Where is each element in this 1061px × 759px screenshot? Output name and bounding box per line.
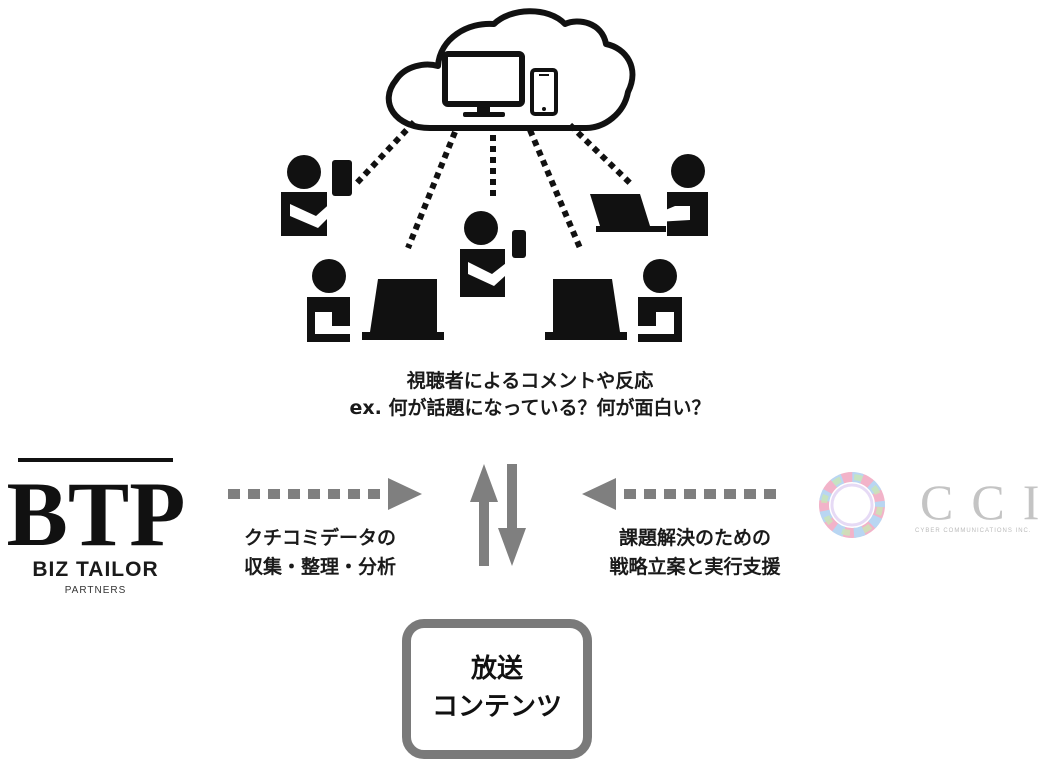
- person-with-phone-icon: [460, 211, 526, 297]
- monitor-icon: [442, 51, 525, 117]
- content-box-line1: 放送: [470, 654, 523, 684]
- cci-logo-letters: CCI: [920, 474, 1058, 530]
- cci-company-subtitle: CYBER COMMUNICATIONS INC.: [915, 528, 1032, 534]
- viewer-caption-line2: ex. 何が話題になっている？何が面白い？: [349, 397, 711, 419]
- person-with-phone-icon: [281, 155, 352, 236]
- btp-company-subtitle: PARTNERS: [64, 585, 127, 596]
- down-arrow-icon: [498, 464, 526, 566]
- btp-role-caption: クチコミデータの 収集・整理・分析: [195, 524, 445, 582]
- broadcast-content-box: 放送 コンテンツ: [402, 619, 592, 759]
- cci-logo: CCI CYBER COMMUNICATIONS INC.: [812, 455, 1061, 565]
- cci-caption-line2: 戦略立案と実行支援: [609, 556, 781, 578]
- connection-line-right-desktop-user: [527, 128, 583, 250]
- connection-line-left-desktop-user: [405, 130, 458, 250]
- viewer-caption-line1: 視聴者によるコメントや反応: [406, 370, 654, 392]
- btp-caption-line2: 収集・整理・分析: [243, 556, 396, 578]
- person-at-desktop-icon: [545, 259, 682, 342]
- btp-logo: BTP BIZ TAILOR PARTNERS: [7, 450, 185, 606]
- right-dashed-arrow-icon: [228, 478, 422, 510]
- person-at-laptop-icon: [590, 154, 708, 236]
- btp-logo-mark: BTP: [7, 458, 185, 565]
- smartphone-icon: [530, 68, 558, 116]
- diagram-canvas: [228, 8, 776, 566]
- left-dashed-arrow-icon: [582, 478, 776, 510]
- btp-logo-letters: BTP: [8, 463, 183, 555]
- broadcast-content-label: 放送 コンテンツ: [411, 650, 583, 726]
- up-arrow-icon: [470, 464, 498, 566]
- connection-line-right-laptop-user: [567, 122, 635, 188]
- connection-line-left-phone-user: [352, 119, 417, 188]
- connection-lines: [352, 119, 635, 250]
- viewer-reaction-caption: 視聴者によるコメントや反応 ex. 何が話題になっている？何が面白い？: [230, 368, 830, 422]
- person-at-desktop-icon: [307, 259, 444, 342]
- btp-caption-line1: クチコミデータの: [243, 527, 396, 549]
- cci-role-caption: 課題解決のための 戦略立案と実行支援: [570, 524, 820, 582]
- cci-ring-icon: [819, 472, 885, 538]
- cci-caption-line1: 課題解決のための: [618, 527, 771, 549]
- btp-company-name: BIZ TAILOR: [32, 558, 159, 581]
- content-box-line2: コンテンツ: [431, 692, 562, 722]
